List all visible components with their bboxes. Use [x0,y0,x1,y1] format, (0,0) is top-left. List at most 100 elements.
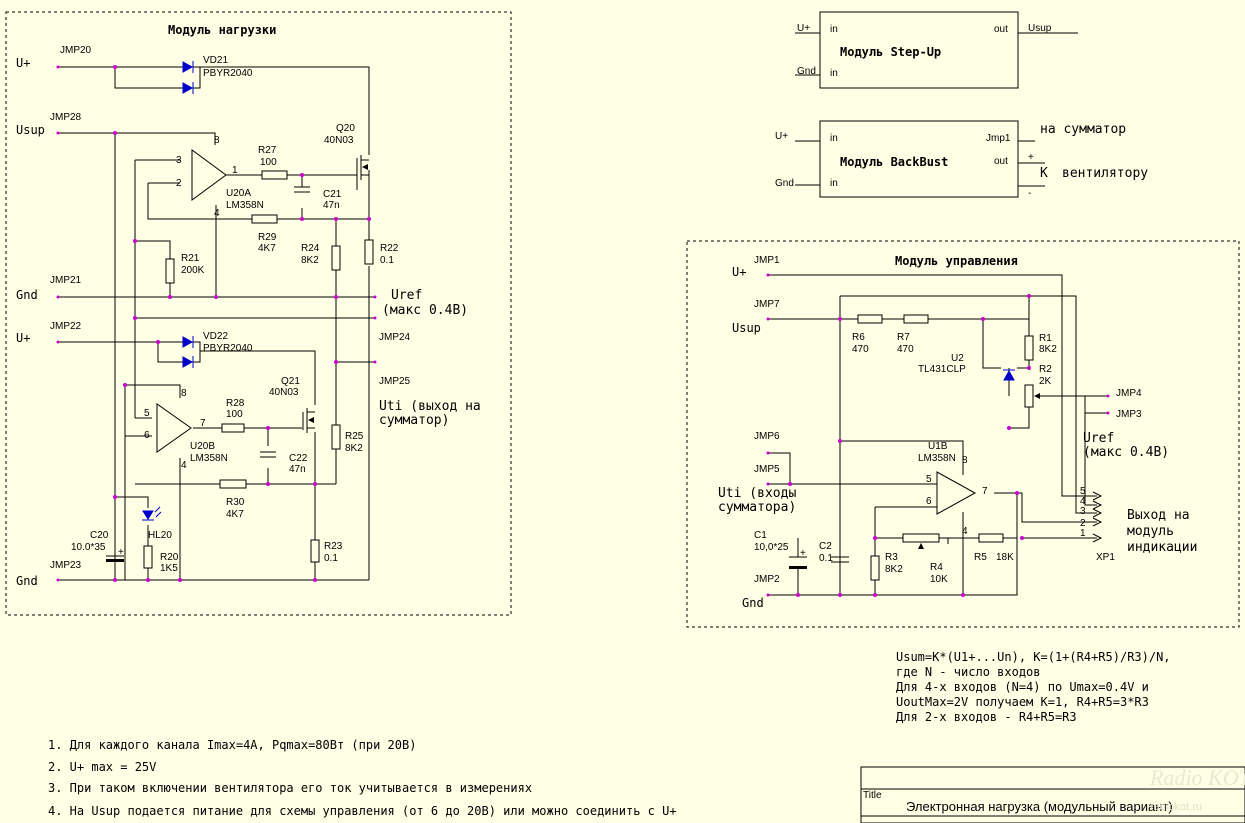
part-value-r25: 8K2 [345,443,363,454]
part-value-q20: 40N03 [324,135,354,146]
part-ref-c2: C2 [819,541,832,552]
stepup-pin-in-2: in [830,68,838,79]
pin-u1b-8: 8 [962,455,968,466]
jumper-jmp25: JMP25 [379,376,411,387]
jumper-jmp2: JMP2 [754,574,780,585]
ctrl-uref-label: Uref [1083,431,1114,446]
formula-line-5: Для 2-х входов - R4+R5=R3 [896,710,1077,724]
backbust-minus: - [1028,188,1031,199]
ctrl-uref-range: (макс 0.4В) [1083,445,1169,460]
backbust-pin-jmp1: Jmp1 [986,133,1011,144]
led-hl20 [142,506,162,521]
part-ref-u20b: U20B [190,441,215,452]
stepup-pin-in-1: in [830,24,838,35]
pin-u20a-8: 8 [214,135,220,146]
backbust-to-summer: на сумматор [1040,122,1126,137]
part-value-vd22: PBYR2040 [203,343,253,354]
opamp-u1b [936,471,977,515]
jumper-jmp4: JMP4 [1116,388,1142,399]
part-value-c1: 10,0*25 [754,542,789,553]
pin-u1b-5: 5 [926,474,932,485]
part-value-r24: 8K2 [301,255,319,266]
pin-u20a-4: 4 [214,208,220,219]
net-label-usup: Usup [16,123,45,137]
part-value-vd21: PBYR2040 [203,68,253,79]
pin-u20a-2: 2 [176,178,182,189]
part-ref-c21: C21 [323,189,342,200]
part-ref-vd22: VD22 [203,331,228,342]
stepup-net-out: Usup [1028,23,1052,34]
net-label-gnd-2: Gnd [16,574,38,588]
resistor-r5 [978,533,1004,543]
part-ref-r21: R21 [181,253,200,264]
part-ref-r5: R5 [974,552,987,563]
resistor-r29 [251,214,278,224]
formula-line-1: Usum=K*(U1+...Un), K=(1+(R4+R5)/R3)/N, [896,650,1171,664]
part-value-r27: 100 [260,157,277,168]
ctrl-net-usup: Usup [732,321,761,335]
backbust-fan-label: вентилятору [1062,166,1148,181]
part-value-r1: 8K2 [1039,344,1057,355]
part-ref-r4: R4 [930,562,943,573]
part-value-r22: 0.1 [380,255,394,266]
net-label-uplus-2: U+ [16,331,30,345]
part-ref-r27: R27 [258,145,277,156]
jumper-jmp21: JMP21 [50,275,82,286]
formula-line-4: UoutMax=2V получаем K=1, R4+R5=3*R3 [896,695,1149,709]
part-ref-q21: Q21 [281,376,300,387]
shunt-regulator-u2 [1003,369,1015,381]
part-ref-q20: Q20 [336,123,355,134]
part-ref-u2: U2 [951,353,964,364]
part-ref-c20: C20 [90,530,109,541]
resistor-r28 [221,423,245,433]
part-value-c20: 10.0*35 [71,542,106,553]
stepup-net-in-1: U+ [797,23,810,34]
ctrl-output-label-2: модуль [1127,524,1174,539]
jumper-jmp20: JMP20 [60,45,92,56]
svg-text:+: + [800,548,806,559]
net-label-gnd-1: Gnd [16,288,38,302]
pin-u20b-6: 6 [144,430,150,441]
capacitor-c21 [294,186,310,193]
opamp-u20b [156,403,192,453]
backbust-pin-in-1: in [830,133,838,144]
watermark-logo: Radio KOT [1149,765,1245,790]
backbust-pin-out: out [994,156,1008,167]
resistor-r1 [1024,335,1034,361]
jumper-jmp6: JMP6 [754,431,780,442]
resistor-r30 [219,479,247,489]
load-jumper-pins [56,65,377,582]
part-ref-r6: R6 [852,332,865,343]
resistor-r7 [903,314,929,324]
capacitor-c20: + [106,547,124,562]
note-1: 1. Для каждого канала Imax=4A, Pqmax=80В… [48,738,416,752]
jumper-jmp5: JMP5 [754,464,780,475]
part-value-q21: 40N03 [269,387,299,398]
load-junctions [113,65,371,582]
part-ref-r3: R3 [885,552,898,563]
load-wires [58,66,375,581]
jumper-jmp24: JMP24 [379,332,411,343]
jumper-jmp28: JMP28 [50,112,82,123]
part-value-r4: 10K [930,574,948,585]
part-value-r3: 8K2 [885,564,903,575]
part-value-r29: 4K7 [258,243,276,254]
capacitor-c1: + [789,548,807,569]
formula-block: Usum=K*(U1+...Un), K=(1+(R4+R5)/R3)/N, г… [896,650,1171,724]
part-ref-r2: R2 [1039,364,1052,375]
pin-u20a-1: 1 [232,165,238,176]
diode-vd22 [182,336,194,368]
potentiometer-r2 [1024,384,1034,408]
backbust-net-in-1: U+ [775,131,788,142]
part-ref-c22: C22 [289,453,308,464]
part-value-r7: 470 [897,344,914,355]
part-value-r5: 18K [996,552,1014,563]
xp1-pin-2: 2 [1080,518,1086,529]
diode-vd21 [182,61,194,94]
pin-u1b-4: 4 [962,526,968,537]
backbust-net-in-2: Gnd [775,178,794,189]
part-value-u20b: LM358N [190,453,228,464]
part-value-r28: 100 [226,409,243,420]
capacitor-c2 [831,556,849,563]
xp1-pin-4: 4 [1080,496,1086,507]
